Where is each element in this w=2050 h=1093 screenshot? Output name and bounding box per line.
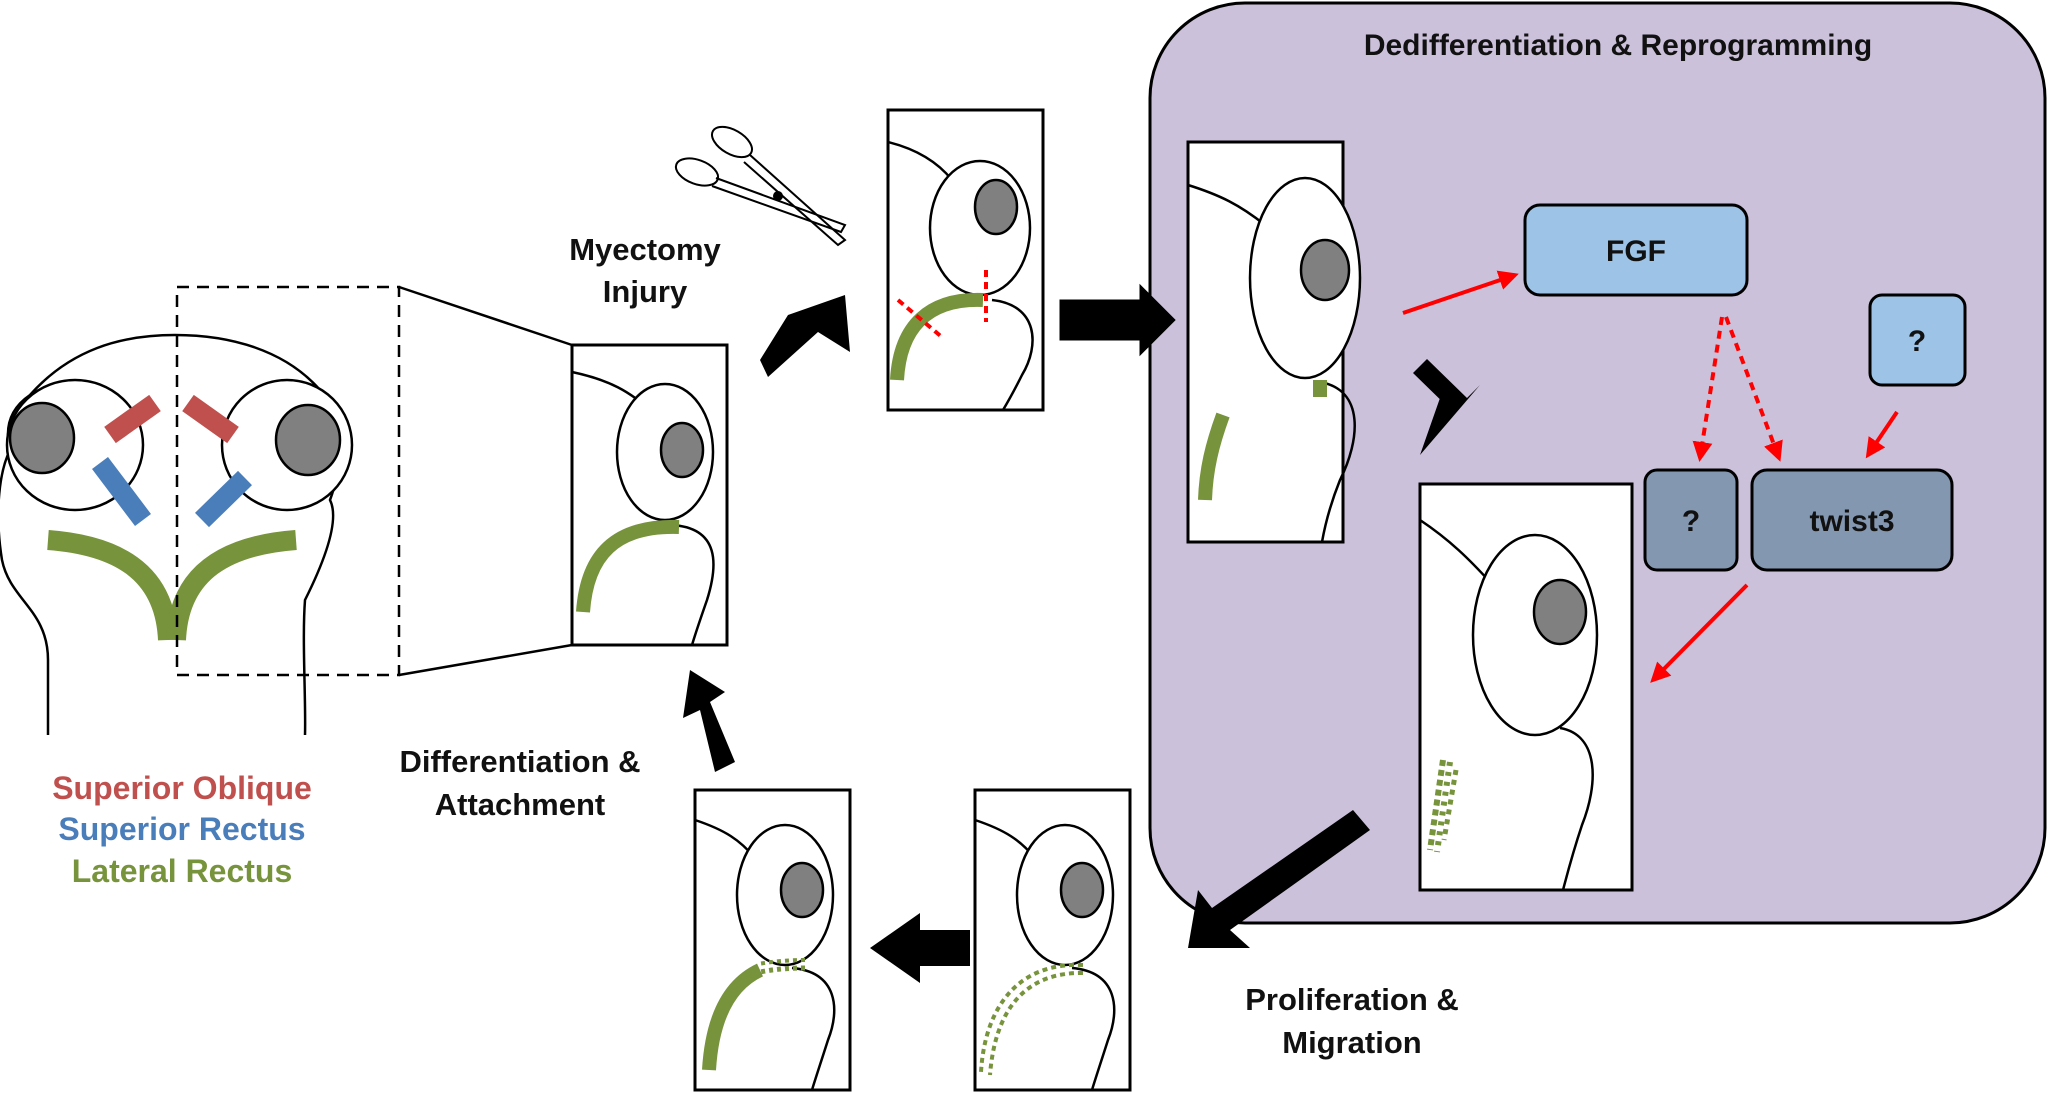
- arrow-unknown-to-twist3: [1865, 410, 1899, 459]
- arrow-to-uninjured: [683, 670, 735, 772]
- label-differentiation-line2: Attachment: [435, 787, 606, 822]
- arrow-to-panel-c: [1059, 283, 1176, 357]
- arrow-panel-c-to-fgf: [1402, 270, 1519, 315]
- superior-rectus-left: [92, 456, 151, 527]
- panel-migration: [973, 788, 1132, 1092]
- unknown-downstream-node: [1643, 468, 1739, 572]
- twist3-label: twist3: [1809, 505, 1894, 538]
- panel-reprogrammed: [1418, 482, 1634, 892]
- fgf-label: FGF: [1606, 235, 1666, 268]
- lateral-rectus-intact: [576, 519, 680, 613]
- arrow-twist3-to-panel-d: [1650, 583, 1749, 683]
- arrow-to-panel-e: [1188, 810, 1370, 948]
- panel-dedifferentiation: [1186, 140, 1362, 544]
- lens: [659, 421, 705, 479]
- migrating-cells: [988, 970, 1084, 1076]
- lens: [973, 178, 1019, 236]
- label-differentiation-line1: Differentiation &: [399, 744, 640, 779]
- zoom-region-box: [175, 285, 401, 677]
- lens: [1059, 861, 1105, 919]
- fgf-node: [1523, 203, 1749, 297]
- lens: [1299, 238, 1351, 302]
- lens: [779, 861, 825, 919]
- lateral-rectus-right: [166, 530, 297, 641]
- left-lens: [8, 401, 76, 475]
- legend-superior-oblique: Superior Oblique: [52, 770, 312, 806]
- label-proliferation-line1: Proliferation &: [1245, 982, 1459, 1017]
- new-muscle: [702, 963, 764, 1071]
- unknown-downstream-label: ?: [1682, 505, 1700, 538]
- panel-title: Dedifferentiation & Reprogramming: [1364, 29, 1872, 62]
- cut-line-2: [896, 298, 945, 340]
- scissors-icon: [674, 125, 847, 247]
- arrow-to-panel-f: [870, 913, 970, 983]
- superior-rectus-right: [195, 470, 252, 528]
- twist3-node: [1750, 468, 1954, 572]
- arrow-to-panel-d: [1413, 359, 1480, 455]
- panel-uninjured: [570, 343, 729, 647]
- panel-redifferentiation: [693, 788, 852, 1092]
- panel-myectomy: [886, 108, 1045, 412]
- superior-oblique-left: [104, 394, 161, 444]
- unknown-upstream-label: ?: [1908, 325, 1926, 358]
- unknown-upstream-node: [1868, 293, 1967, 387]
- muscle-remnant-bottom: [1198, 412, 1230, 501]
- zoom-line-bottom: [398, 643, 573, 677]
- zoom-line-top: [398, 285, 573, 347]
- reprogramming-panel: [1148, 1, 2047, 925]
- arrow-fgf-to-unknown: [1692, 316, 1724, 462]
- legend-lateral-rectus: Lateral Rectus: [72, 853, 293, 889]
- dedifferentiated-cells: [1427, 759, 1459, 853]
- flow-arrows: [683, 283, 1480, 983]
- label-injury-line2: Injury: [603, 274, 688, 309]
- head-outline: [0, 333, 340, 736]
- superior-oblique-right: [182, 394, 239, 444]
- extraocular-muscles: [47, 394, 297, 641]
- lateral-rectus-left: [47, 530, 178, 641]
- arrow-to-injury: [760, 295, 850, 377]
- legend-superior-rectus: Superior Rectus: [58, 811, 305, 847]
- label-proliferation-line2: Migration: [1282, 1025, 1422, 1060]
- lens: [1532, 578, 1588, 646]
- signal-arrows: [1402, 270, 1899, 683]
- label-injury-line1: Myectomy: [569, 232, 721, 267]
- arrow-fgf-to-twist3: [1724, 316, 1783, 462]
- right-lens: [274, 403, 342, 477]
